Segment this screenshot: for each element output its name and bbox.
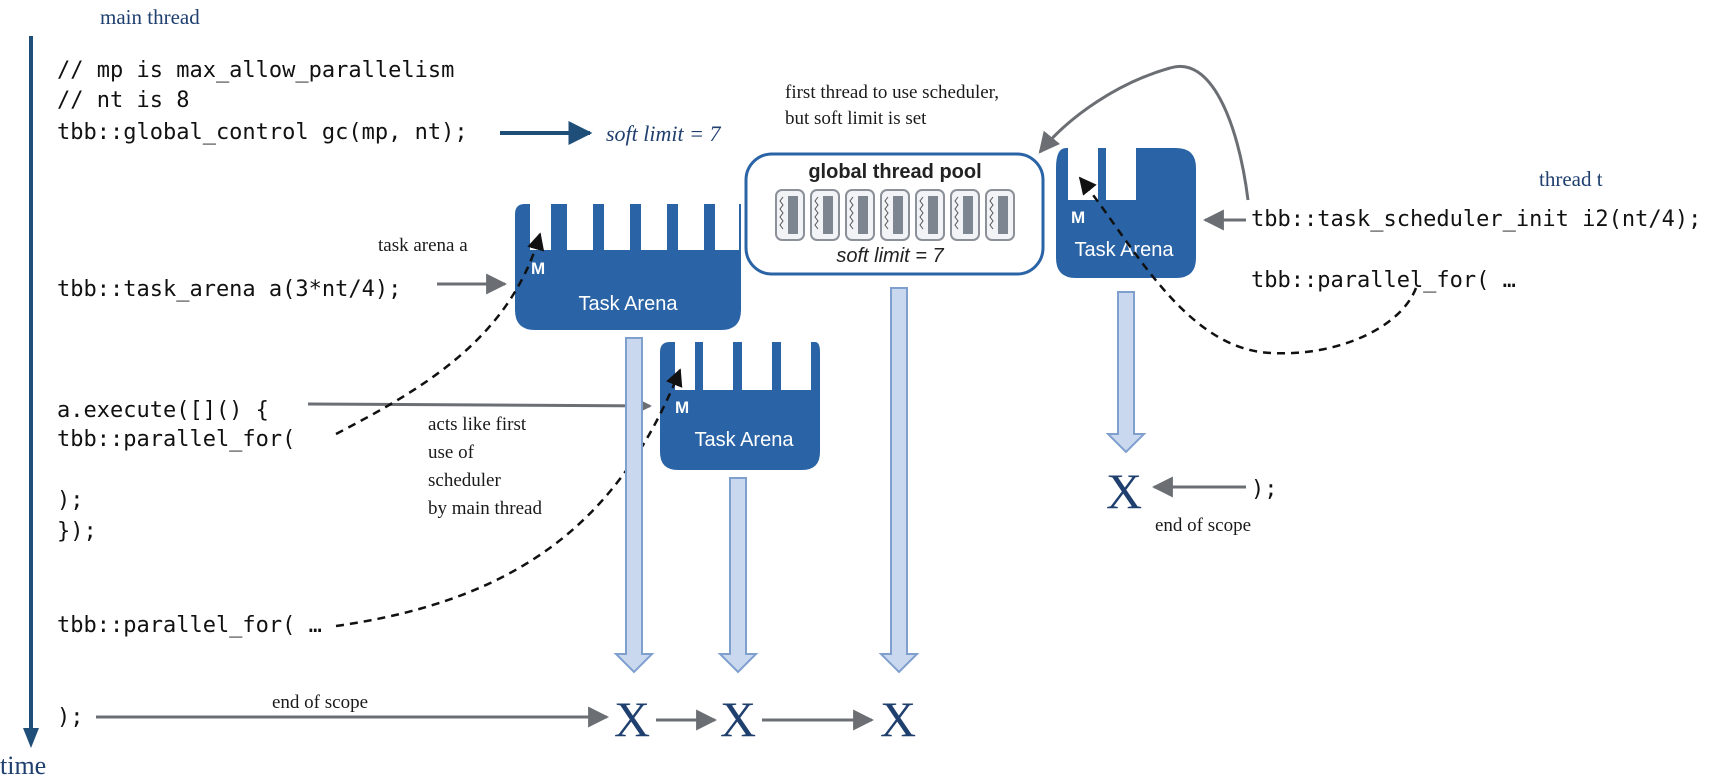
code-line-1: // mp is max_allow_parallelism (57, 58, 454, 83)
code-line-4: tbb::task_arena a(3*nt/4); (57, 277, 401, 302)
pool-thread-icon (880, 189, 910, 241)
execute-arrow (307, 395, 653, 417)
pool-thread-icon (845, 189, 875, 241)
task-arena-implicit-title: Task Arena (695, 429, 795, 451)
end-mark-implicit-arena: X (720, 691, 756, 747)
task-arena-a: M Task Arena (515, 204, 741, 330)
code-line-9: tbb::parallel_for( … (57, 613, 322, 638)
dashed-arrow-execute-to-arena-a (335, 232, 545, 436)
thread-t-code-3: ); (1251, 477, 1278, 502)
first-thread-note-2: but soft limit is set (785, 108, 927, 129)
pool-soft-limit: soft limit = 7 (836, 245, 944, 267)
thread-t-label: thread t (1539, 167, 1603, 191)
implicit-arena-lifetime-arrow (717, 477, 759, 674)
acts-note-1: acts like first (428, 414, 527, 435)
time-label: time (0, 751, 46, 780)
code-line-5: a.execute([]() { (57, 398, 269, 423)
task-arena-a-label: task arena a (378, 235, 468, 256)
task-arena-implicit-body (660, 342, 820, 470)
dashed-arrow-thread-t-to-arena (1078, 176, 1418, 355)
soft-limit-note: soft limit = 7 (606, 121, 721, 146)
task-arena-a-master: M (531, 259, 545, 278)
code-line-7: ); (57, 488, 84, 513)
end-mark-thread-t-arena: X (1106, 463, 1142, 519)
pool-thread-icon (950, 189, 980, 241)
thread-t-arena-lifetime-arrow (1105, 291, 1147, 454)
end-mark-arena-a: X (614, 691, 650, 747)
arena-a-lifetime-arrow (613, 337, 655, 674)
pool-threads (775, 189, 1015, 241)
thread-t-end-of-scope-label: end of scope (1155, 515, 1251, 536)
code-line-3: tbb::global_control gc(mp, nt); (57, 120, 468, 145)
acts-note-3: scheduler (428, 470, 501, 491)
code-line-6: tbb::parallel_for( (57, 427, 295, 452)
pool-thread-icon (915, 189, 945, 241)
main-end-of-scope-label: end of scope (272, 692, 368, 713)
pool-thread-icon (775, 189, 805, 241)
code-line-8: }); (57, 519, 97, 544)
task-arena-thread-t-title: Task Arena (1075, 239, 1175, 261)
task-arena-a-title: Task Arena (579, 293, 679, 315)
thread-t-code-2: tbb::parallel_for( … (1251, 268, 1516, 293)
pool-lifetime-arrow (878, 287, 920, 674)
thread-t-code-1: tbb::task_scheduler_init i2(nt/4); (1251, 207, 1701, 232)
task-arena-implicit: M Task Arena (660, 342, 820, 470)
pool-title: global thread pool (808, 161, 981, 183)
end-mark-pool: X (880, 691, 916, 747)
pool-thread-icon (985, 189, 1015, 241)
acts-note-4: by main thread (428, 498, 542, 519)
main-thread-label: main thread (100, 5, 200, 29)
code-line-2: // nt is 8 (57, 88, 189, 113)
task-arena-thread-t: M Task Arena (1056, 148, 1196, 278)
pool-thread-icon (810, 189, 840, 241)
global-thread-pool: global thread pool soft limit = 7 (744, 152, 1045, 276)
acts-note-2: use of (428, 442, 475, 463)
timeline-arrowhead (23, 728, 39, 748)
task-arena-a-body (515, 204, 741, 330)
dashed-arrow-parallel-for-to-implicit-arena (335, 368, 683, 628)
task-arena-thread-t-master: M (1071, 208, 1085, 227)
task-arena-implicit-master: M (675, 398, 689, 417)
first-thread-note-1: first thread to use scheduler, (785, 82, 999, 103)
task-arena-thread-t-body (1056, 148, 1196, 278)
code-line-10: ); (57, 705, 84, 730)
thread-t-to-pool-arrow (1038, 64, 1250, 201)
